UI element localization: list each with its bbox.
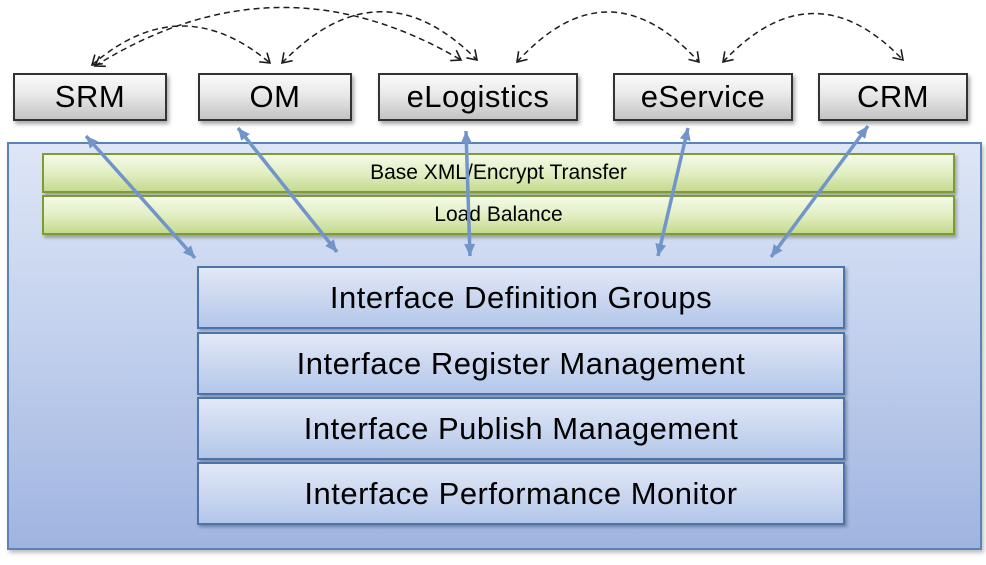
module-bar-interface-register-management: Interface Register Management — [197, 332, 845, 395]
module-bar-interface-publish-management: Interface Publish Management — [197, 397, 845, 460]
system-label-crm: CRM — [856, 79, 930, 114]
arc-elogistics-eservice — [516, 11, 700, 64]
system-label-srm: SRM — [54, 79, 126, 114]
system-box-elogistics: eLogistics — [378, 73, 578, 121]
module-bar-interface-definition-groups: Interface Definition Groups — [197, 266, 845, 329]
bus-bar-base-xml-encrypt-transfer: Base XML/Encrypt Transfer — [42, 153, 955, 193]
module-label-definition: Interface Definition Groups — [329, 279, 713, 315]
system-box-crm: CRM — [818, 73, 968, 121]
bus-label-load-balance: Load Balance — [434, 203, 563, 226]
arc-srm-om — [90, 25, 272, 66]
arc-om-elogistics — [280, 11, 479, 65]
system-label-om: OM — [249, 79, 301, 114]
arc-eservice-crm — [722, 12, 904, 64]
module-label-register: Interface Register Management — [296, 345, 746, 381]
module-bar-interface-performance-monitor: Interface Performance Monitor — [197, 462, 845, 525]
system-box-srm: SRM — [13, 73, 167, 121]
system-box-om: OM — [198, 73, 352, 121]
system-box-eservice: eService — [613, 73, 793, 121]
arc-srm-elogistics — [93, 6, 463, 68]
bus-bar-load-balance: Load Balance — [42, 195, 955, 235]
system-label-eservice: eService — [640, 79, 766, 114]
bus-label-base-xml: Base XML/Encrypt Transfer — [370, 161, 627, 184]
module-label-publish: Interface Publish Management — [303, 410, 739, 446]
system-label-elogistics: eLogistics — [406, 79, 550, 114]
module-label-performance: Interface Performance Monitor — [304, 475, 738, 511]
